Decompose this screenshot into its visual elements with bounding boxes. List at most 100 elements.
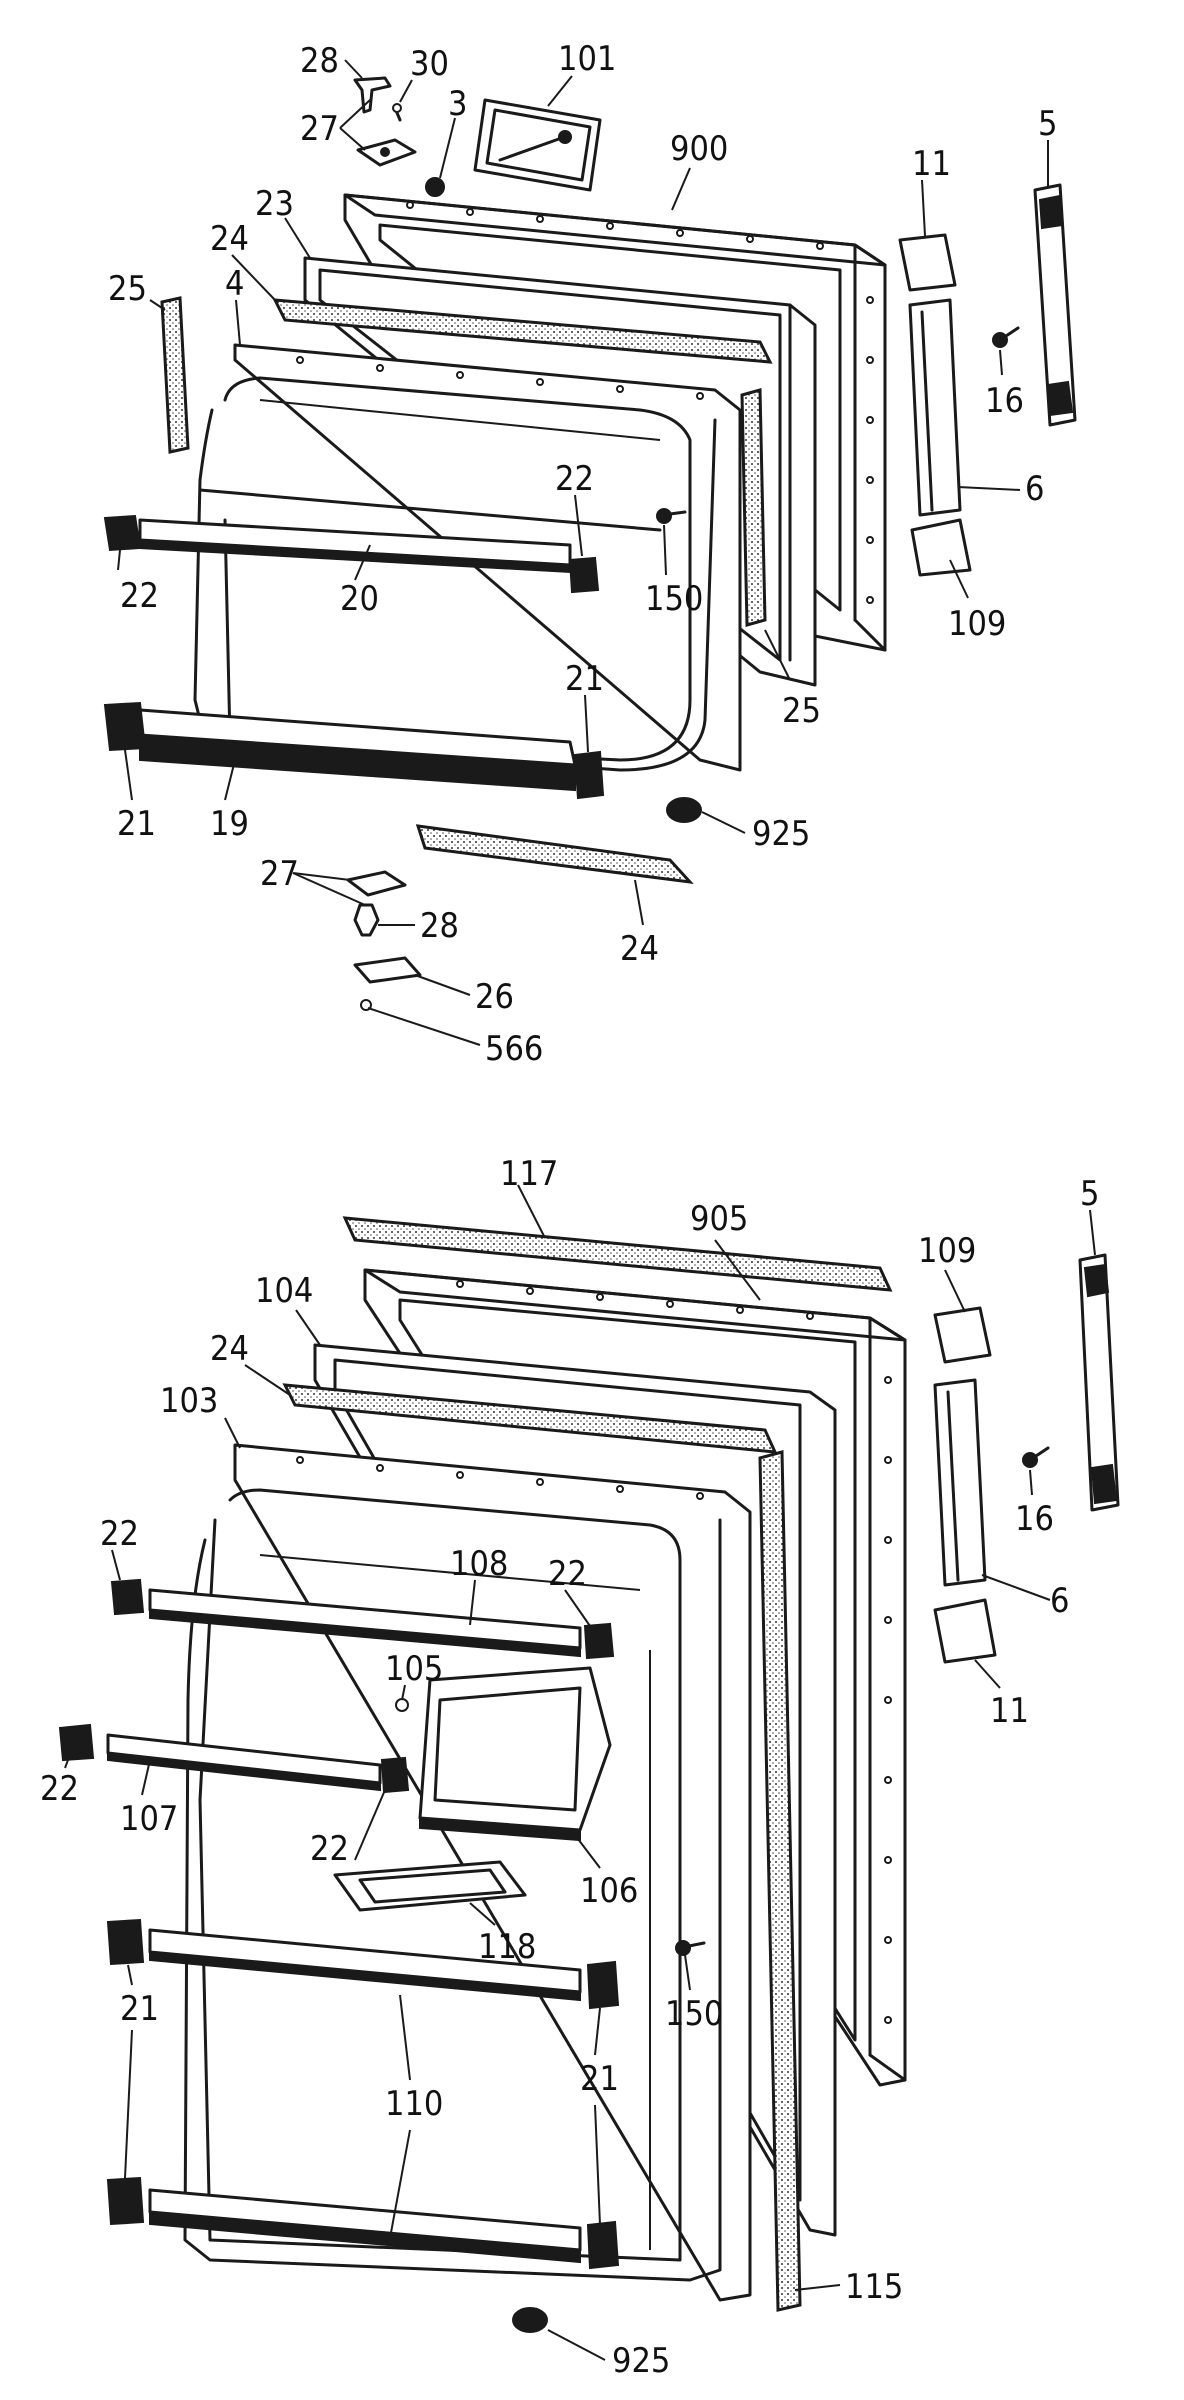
callout-900: 900 xyxy=(670,129,728,169)
callout-11: 11 xyxy=(912,144,951,184)
callout-115: 115 xyxy=(845,2267,903,2307)
callout-16: 16 xyxy=(985,381,1024,421)
callout-27: 27 xyxy=(300,109,339,149)
rail-end-cap-22-107-right xyxy=(380,1756,410,1794)
callout-22-top-left: 22 xyxy=(100,1514,139,1554)
outer-door-holes xyxy=(406,201,874,604)
upper-hinge-parts-bottom xyxy=(346,870,422,1011)
handle-trim-6-upper xyxy=(908,298,962,517)
hinge-bracket-11-lower xyxy=(933,1598,997,1664)
callout-109: 109 xyxy=(948,604,1006,644)
upper-leader-lines xyxy=(117,59,1049,1046)
callout-27-lower: 27 xyxy=(260,854,299,894)
gasket-strip-115 xyxy=(758,1450,802,2312)
callout-6: 6 xyxy=(1025,469,1044,509)
lower-callouts: 117 905 109 5 104 24 103 16 22 22 108 6 … xyxy=(40,1154,1099,2381)
callout-117: 117 xyxy=(500,1154,558,1194)
rail-end-cap-21-lower-right xyxy=(586,2220,620,2270)
callout-108: 108 xyxy=(450,1544,508,1584)
callout-19: 19 xyxy=(210,804,249,844)
callout-20: 20 xyxy=(340,579,379,619)
shelf-rail-110-upper xyxy=(148,1928,582,2002)
rail-end-cap-22-107-left xyxy=(58,1723,95,1762)
callout-25: 25 xyxy=(108,269,147,309)
callout-16: 16 xyxy=(1015,1499,1054,1539)
screw-150-upper xyxy=(656,508,687,524)
callout-26: 26 xyxy=(475,977,514,1017)
callout-925: 925 xyxy=(612,2341,670,2381)
bushing-3 xyxy=(425,177,445,197)
callout-925: 925 xyxy=(752,814,810,854)
callout-5: 5 xyxy=(1080,1174,1099,1214)
rail-end-cap-22-left xyxy=(103,514,142,552)
shelf-rail-110-lower xyxy=(148,2188,582,2264)
callout-21-right: 21 xyxy=(580,2059,619,2099)
callout-28: 28 xyxy=(300,41,339,81)
door-handle-5-lower xyxy=(1078,1253,1120,1512)
fastener-105 xyxy=(395,1698,409,1712)
lower-leader-lines xyxy=(64,1184,1096,2361)
callout-5: 5 xyxy=(1038,104,1057,144)
screw-150-lower xyxy=(675,1940,706,1956)
upper-door-assembly: 28 30 27 3 101 900 11 5 23 24 25 4 16 6 … xyxy=(103,39,1077,1069)
rail-end-cap-22-108-left xyxy=(110,1578,145,1616)
hinge-bracket-109-lower xyxy=(933,1306,992,1364)
callout-118: 118 xyxy=(478,1927,536,1967)
callout-25-right: 25 xyxy=(782,691,821,731)
callout-150: 150 xyxy=(665,1994,723,2034)
callout-22-top-right: 22 xyxy=(548,1554,587,1594)
rail-end-cap-22-108-right xyxy=(583,1622,615,1660)
callout-107: 107 xyxy=(120,1799,178,1839)
callout-24-lower: 24 xyxy=(620,929,659,969)
shelf-rail-19 xyxy=(138,708,577,792)
callout-24: 24 xyxy=(210,1329,249,1369)
shelf-rail-20 xyxy=(138,518,572,574)
hinge-bracket-11-upper xyxy=(898,233,957,292)
callout-22-mid-left: 22 xyxy=(40,1769,79,1809)
callout-3: 3 xyxy=(448,84,467,124)
rail-end-cap-21-upper-right xyxy=(586,1960,620,2010)
callout-106: 106 xyxy=(580,1871,638,1911)
callout-110: 110 xyxy=(385,2084,443,2124)
bin-106 xyxy=(418,1666,612,1842)
gasket-strip-24 xyxy=(272,298,773,364)
upper-callouts: 28 30 27 3 101 900 11 5 23 24 25 4 16 6 … xyxy=(108,39,1057,1069)
callout-150: 150 xyxy=(645,579,703,619)
callout-109: 109 xyxy=(918,1231,976,1271)
rail-end-cap-21-lower-left xyxy=(106,2176,145,2226)
callout-22-mid: 22 xyxy=(310,1829,349,1869)
callout-21-right: 21 xyxy=(565,659,604,699)
lower-door-assembly: 117 905 109 5 104 24 103 16 22 22 108 6 … xyxy=(40,1154,1120,2381)
callout-566: 566 xyxy=(485,1029,543,1069)
callout-22: 22 xyxy=(555,459,594,499)
callout-6: 6 xyxy=(1050,1581,1069,1621)
plug-925-upper xyxy=(666,797,702,823)
cam-101 xyxy=(473,98,602,192)
gasket-strip-25-left xyxy=(160,296,190,454)
callout-21-left: 21 xyxy=(120,1989,159,2029)
screw-16-lower xyxy=(1022,1446,1050,1468)
callout-21-left: 21 xyxy=(117,804,156,844)
callout-22-left: 22 xyxy=(120,576,159,616)
rail-end-cap-21-right xyxy=(573,750,605,800)
callout-23: 23 xyxy=(255,184,294,224)
door-handle-5-upper xyxy=(1033,183,1077,427)
callout-28-lower: 28 xyxy=(420,906,459,946)
handle-trim-6-lower xyxy=(933,1378,987,1587)
callout-11: 11 xyxy=(990,1691,1029,1731)
callout-4: 4 xyxy=(225,264,244,304)
gasket-strip-24-bottom xyxy=(415,824,694,885)
callout-105: 105 xyxy=(385,1649,443,1689)
hinge-bracket-109-upper xyxy=(910,518,972,577)
rail-end-cap-21-upper-left xyxy=(106,1918,145,1966)
callout-24: 24 xyxy=(210,219,249,259)
gasket-strip-25-right xyxy=(740,388,767,627)
callout-30: 30 xyxy=(410,44,449,84)
shelf-rail-108 xyxy=(148,1588,582,1658)
rail-end-cap-21-left xyxy=(103,701,147,752)
callout-103: 103 xyxy=(160,1381,218,1421)
callout-905: 905 xyxy=(690,1199,748,1239)
screw-16-upper xyxy=(992,326,1020,348)
callout-101: 101 xyxy=(558,39,616,79)
